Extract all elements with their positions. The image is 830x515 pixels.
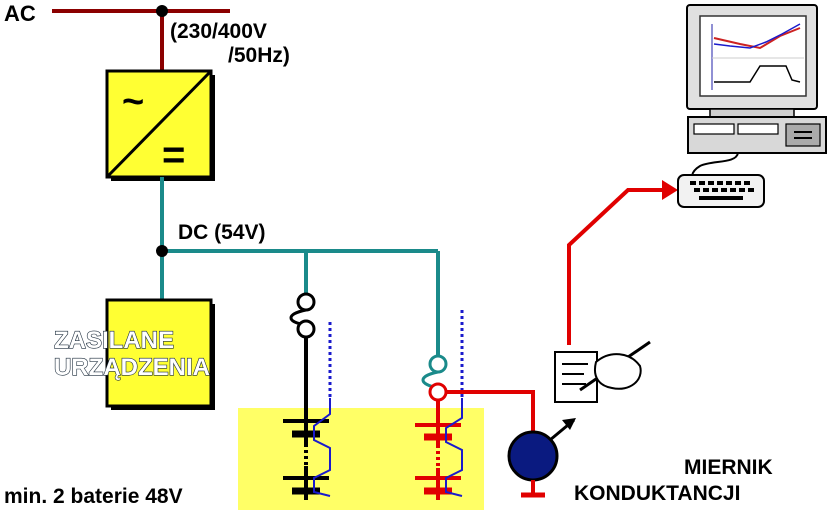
rectifier-ac-symbol: ~ [122,81,144,123]
keyboard-icon [677,174,765,208]
computer-icon [686,4,827,185]
ac-label: AC [4,1,36,26]
battery-string-right [415,310,464,500]
notepad-icon [554,340,651,403]
load-box [105,298,215,410]
dc-bus [160,177,440,362]
load-label-line2: URZĄDZENIA [54,354,210,381]
rectifier-dc-symbol: = [162,133,185,177]
measurement-wire [446,180,678,440]
voltage-label-line1: (230/400V [170,20,267,43]
voltage-label-line2: /50Hz) [228,44,290,67]
rectifier: ~ = [105,69,215,181]
meter-label-line2: KONDUKTANCJI [574,482,740,505]
battery-string-left [283,292,332,500]
dc-junction [156,245,168,257]
conductance-meter [507,418,576,498]
batteries-label: min. 2 baterie 48V [4,485,183,508]
meter-label-line1: MIERNIK [684,456,773,479]
ac-line [52,5,230,72]
load-label-line1: ZASILANE [54,327,174,354]
dc-label: DC (54V) [178,221,266,244]
